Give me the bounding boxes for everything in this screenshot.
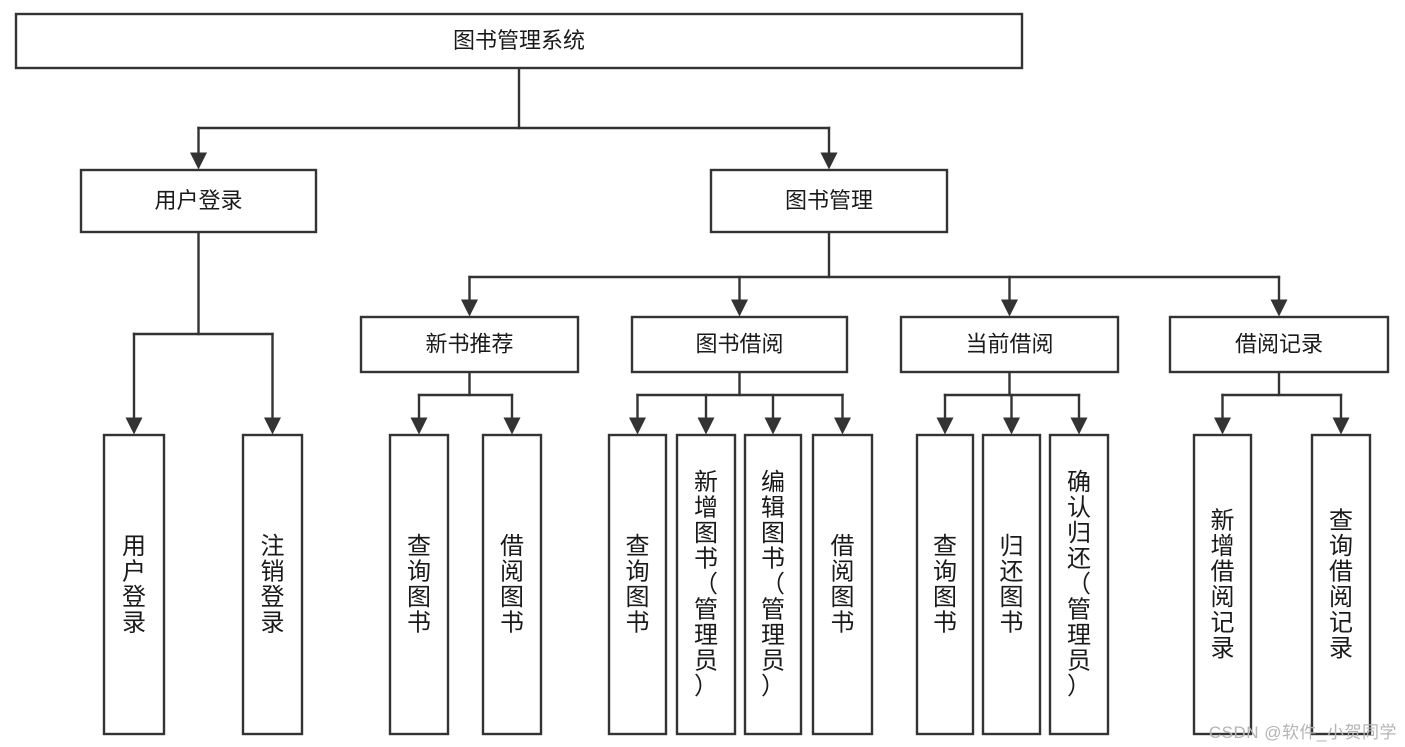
arrow-head-icon bbox=[1332, 417, 1350, 435]
node-label: 查询图书 bbox=[933, 533, 957, 637]
node-leaf-edit-book[interactable]: 编辑图书（管理员） bbox=[743, 433, 803, 736]
arrow-head-icon bbox=[461, 299, 478, 317]
node-label: 图书借阅 bbox=[695, 331, 783, 356]
arrow-head-icon bbox=[1070, 417, 1088, 435]
arrow-head-icon bbox=[264, 417, 281, 435]
node-box bbox=[1192, 433, 1253, 736]
node-label: 用户登录 bbox=[122, 533, 146, 637]
node-box bbox=[743, 433, 803, 736]
node-label: 用户登录 bbox=[154, 188, 242, 213]
arrow-head-icon bbox=[410, 417, 428, 435]
node-box bbox=[14, 12, 1024, 70]
arrow-head-icon bbox=[1003, 417, 1020, 435]
arrow-head-icon bbox=[1214, 417, 1231, 435]
node-label: 借阅图书 bbox=[500, 533, 524, 637]
arrow-head-icon bbox=[1270, 299, 1288, 317]
node-box bbox=[607, 433, 668, 736]
watermark: CSDN @软件_小贺同学 bbox=[1208, 723, 1397, 742]
node-label: 查询图书 bbox=[407, 533, 431, 637]
node-label: 确认归还（管理员） bbox=[1067, 469, 1091, 700]
node-new-book-recommend[interactable]: 新书推荐 bbox=[359, 315, 580, 374]
node-label: 查询图书 bbox=[626, 533, 650, 637]
node-borrow-record[interactable]: 借阅记录 bbox=[1168, 315, 1390, 374]
node-leaf-query-book-rec[interactable]: 查询图书 bbox=[388, 433, 450, 736]
node-box bbox=[481, 433, 543, 736]
node-leaf-user-login[interactable]: 用户登录 bbox=[102, 433, 166, 736]
edge-group-borrow-record bbox=[1214, 370, 1350, 435]
node-box bbox=[811, 433, 874, 736]
node-leaf-query-book-cb[interactable]: 查询图书 bbox=[915, 433, 975, 736]
node-leaf-query-record[interactable]: 查询借阅记录 bbox=[1310, 433, 1372, 736]
node-leaf-user-logout[interactable]: 注销登录 bbox=[241, 433, 304, 736]
node-box bbox=[981, 433, 1042, 736]
node-label: 图书管理系统 bbox=[453, 28, 585, 53]
node-box bbox=[79, 168, 318, 234]
node-box bbox=[1310, 433, 1372, 736]
arrow-head-icon bbox=[936, 417, 954, 435]
arrow-head-icon bbox=[503, 417, 521, 435]
edge-group-book-borrow bbox=[629, 370, 851, 435]
node-label: 借阅图书 bbox=[831, 533, 855, 637]
arrow-head-icon bbox=[697, 417, 715, 435]
node-label: 当前借阅 bbox=[965, 331, 1053, 356]
node-leaf-add-book[interactable]: 新增图书（管理员） bbox=[675, 433, 737, 736]
node-box bbox=[1048, 433, 1110, 736]
edge-group-current-borrow bbox=[936, 370, 1088, 435]
node-leaf-confirm-return[interactable]: 确认归还（管理员） bbox=[1048, 433, 1110, 736]
node-label: 图书管理 bbox=[785, 188, 873, 213]
node-label: 编辑图书（管理员） bbox=[761, 469, 785, 700]
node-root[interactable]: 图书管理系统 bbox=[14, 12, 1024, 70]
node-box bbox=[915, 433, 975, 736]
node-label: 新书推荐 bbox=[425, 331, 513, 356]
node-user-login[interactable]: 用户登录 bbox=[79, 168, 318, 234]
arrow-head-icon bbox=[820, 152, 838, 170]
edge-group-new-book-recommend bbox=[410, 370, 521, 435]
node-box bbox=[709, 168, 949, 234]
node-label: 注销登录 bbox=[261, 533, 285, 637]
node-layer: 图书管理系统用户登录图书管理新书推荐图书借阅当前借阅借阅记录用户登录注销登录查询… bbox=[14, 12, 1390, 736]
node-label: 查询借阅记录 bbox=[1329, 507, 1353, 662]
node-leaf-borrow-book-bb[interactable]: 借阅图书 bbox=[811, 433, 874, 736]
arrow-head-icon bbox=[125, 417, 143, 435]
node-box bbox=[102, 433, 166, 736]
arrow-head-icon bbox=[190, 152, 207, 170]
edge-group-book-manage bbox=[461, 230, 1288, 317]
arrow-head-icon bbox=[731, 299, 748, 317]
arrow-head-icon bbox=[834, 417, 851, 435]
node-label: 借阅记录 bbox=[1235, 331, 1323, 356]
edge-group-root bbox=[190, 66, 838, 170]
node-leaf-add-record[interactable]: 新增借阅记录 bbox=[1192, 433, 1253, 736]
node-current-borrow[interactable]: 当前借阅 bbox=[899, 315, 1120, 374]
node-box bbox=[241, 433, 304, 736]
node-leaf-borrow-book-rec[interactable]: 借阅图书 bbox=[481, 433, 543, 736]
edge-group-user-login bbox=[125, 230, 281, 435]
arrow-head-icon bbox=[629, 417, 646, 435]
node-book-borrow[interactable]: 图书借阅 bbox=[630, 315, 849, 374]
node-box bbox=[899, 315, 1120, 374]
connector-layer bbox=[125, 66, 1350, 435]
node-box bbox=[388, 433, 450, 736]
node-leaf-query-book-bb[interactable]: 查询图书 bbox=[607, 433, 668, 736]
node-leaf-return-book[interactable]: 归还图书 bbox=[981, 433, 1042, 736]
node-box bbox=[630, 315, 849, 374]
node-label: 新增图书（管理员） bbox=[694, 469, 718, 700]
arrow-head-icon bbox=[764, 417, 782, 435]
node-box bbox=[359, 315, 580, 374]
node-box bbox=[675, 433, 737, 736]
node-label: 新增借阅记录 bbox=[1211, 507, 1235, 662]
node-label: 归还图书 bbox=[1000, 533, 1024, 637]
node-book-manage[interactable]: 图书管理 bbox=[709, 168, 949, 234]
node-box bbox=[1168, 315, 1390, 374]
arrow-head-icon bbox=[1001, 299, 1018, 317]
